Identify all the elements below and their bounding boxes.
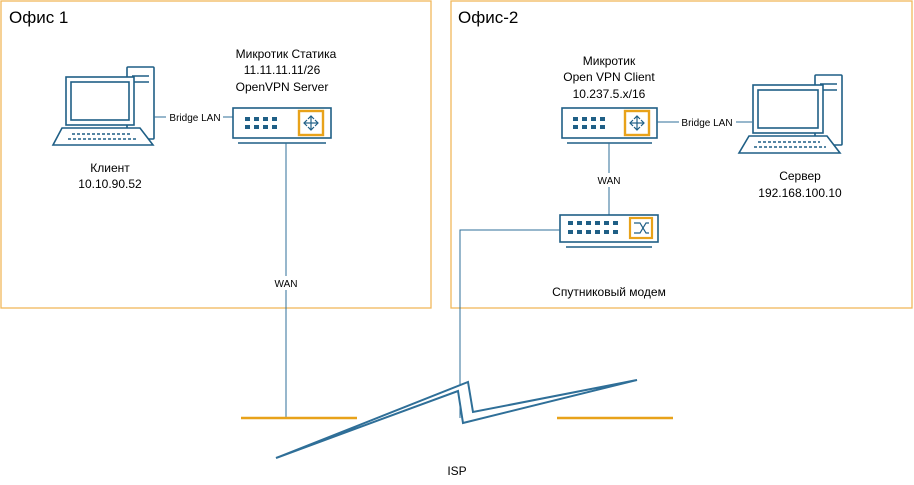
office2-wan-label: WAN (598, 176, 621, 187)
client-computer-icon (51, 66, 155, 146)
office1-router-name: Микротик Статика (236, 47, 337, 61)
satellite-modem-icon (559, 214, 659, 248)
client-name: Клиент (90, 161, 130, 175)
office1-wan-label: WAN (275, 279, 298, 290)
office1-zone (0, 0, 432, 309)
office1-router-role: OpenVPN Server (236, 80, 329, 94)
satellite-modem-label: Спутниковый модем (552, 285, 666, 299)
office2-router-ip: 10.237.5.x/16 (573, 87, 646, 101)
office2-bridge-label: Bridge LAN (681, 118, 732, 129)
office2-router-name: Микротик (583, 54, 636, 68)
isp-lightning-icon (275, 379, 638, 459)
office1-title: Офис 1 (9, 8, 68, 27)
office2-router-icon (561, 107, 658, 144)
office2-title: Офис-2 (458, 8, 518, 27)
office2-zone (450, 0, 913, 309)
office1-router-icon (232, 107, 332, 144)
server-computer-icon (737, 74, 843, 154)
server-ip: 192.168.100.10 (758, 186, 842, 200)
office1-router-ip: 11.11.11.11/26 (244, 63, 321, 77)
modem-uplink (459, 229, 560, 418)
office2-router-role: Open VPN Client (563, 70, 655, 84)
client-ip: 10.10.90.52 (78, 177, 142, 191)
isp-label: ISP (447, 464, 466, 478)
server-name: Сервер (779, 169, 821, 183)
office1-bridge-label: Bridge LAN (169, 113, 220, 124)
